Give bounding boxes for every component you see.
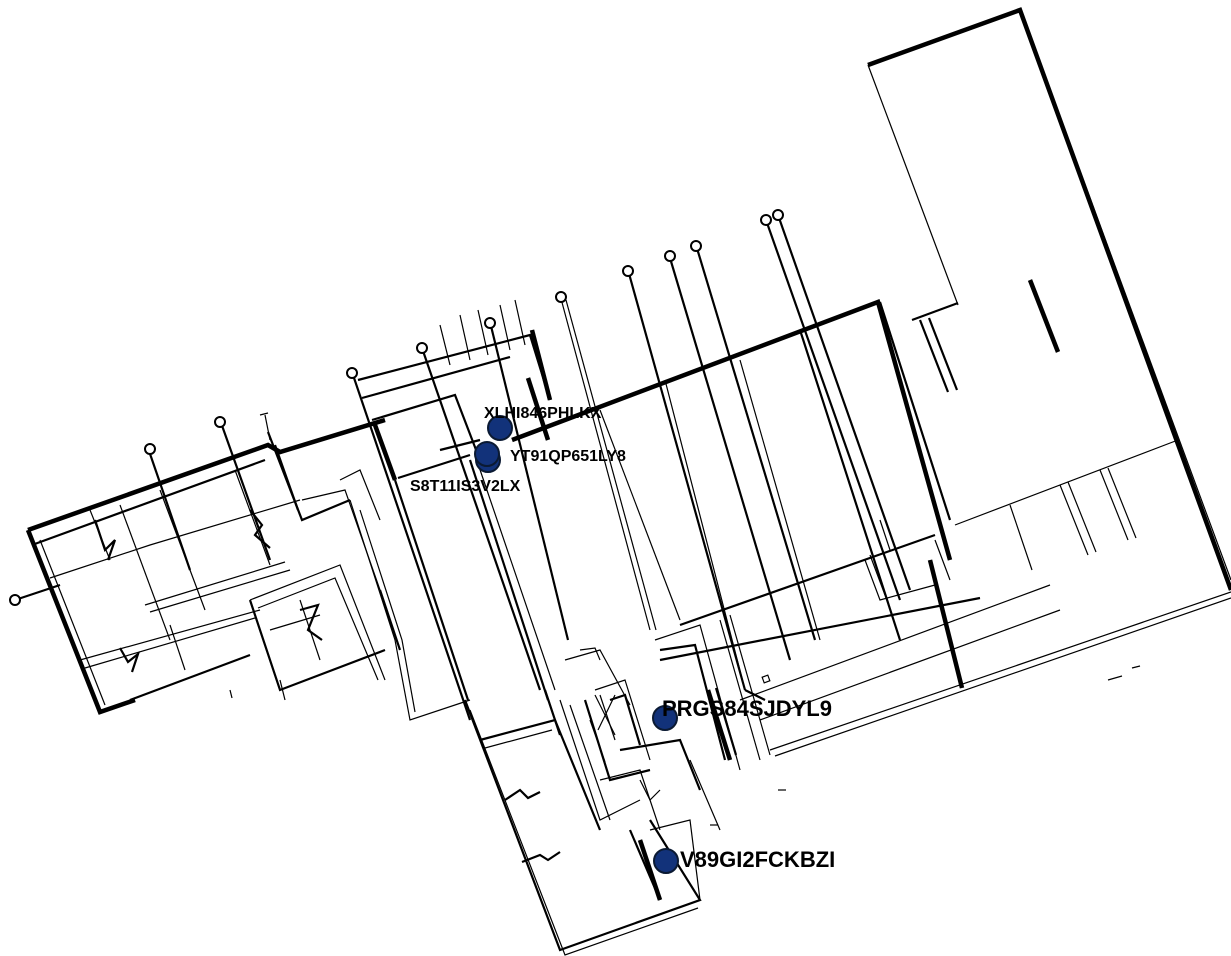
marker-label: YT91QP651LY8 <box>510 448 626 465</box>
map-marker[interactable]: S8T11IS3V2LX <box>410 478 521 495</box>
map-marker[interactable]: PRGS84SJDYL9 <box>652 696 832 731</box>
marker-label: S8T11IS3V2LX <box>410 478 521 495</box>
marker-label: XLHI846PHLKX <box>484 405 602 422</box>
map-marker[interactable]: XLHI846PHLKX <box>484 405 602 441</box>
floor-plan-walls <box>14 7 1231 956</box>
marker-label: V89GI2FCKBZI <box>680 847 835 872</box>
marker-dot[interactable] <box>474 441 500 467</box>
map-markers: XLHI846PHLKX YT91QP651LY8 S8T11IS3V2LX P… <box>410 405 835 874</box>
marker-dot[interactable] <box>487 415 513 441</box>
marker-dot[interactable] <box>653 848 679 874</box>
pipe-knob-group <box>9 209 784 606</box>
marker-dot[interactable] <box>652 705 678 731</box>
marker-label: PRGS84SJDYL9 <box>662 696 832 721</box>
map-marker[interactable]: YT91QP651LY8 <box>474 441 626 473</box>
map-marker[interactable]: V89GI2FCKBZI <box>653 847 835 874</box>
